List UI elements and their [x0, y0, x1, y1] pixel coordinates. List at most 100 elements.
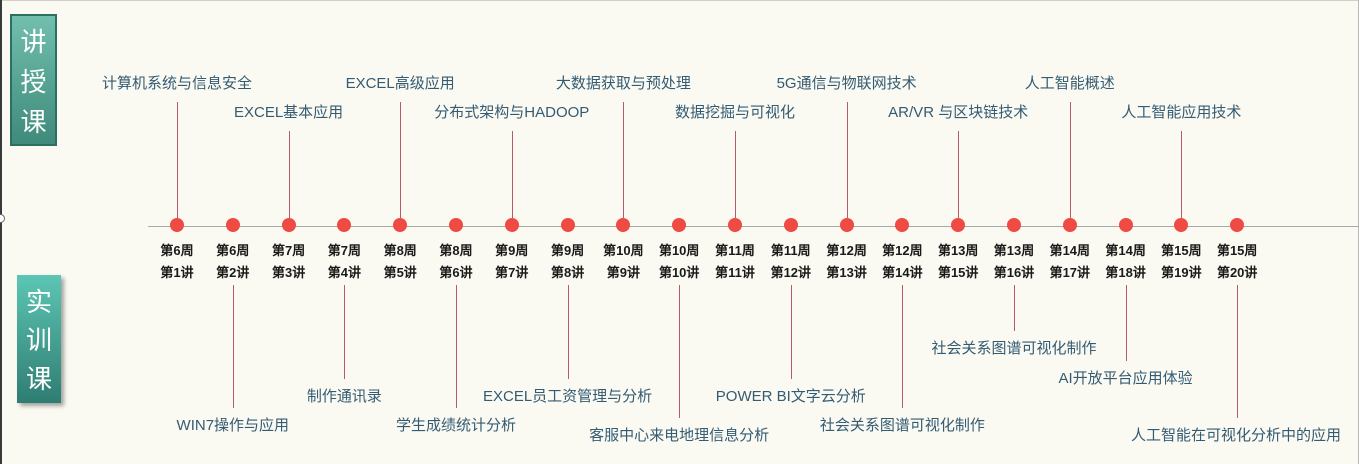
week-label: 第7周 — [271, 243, 306, 258]
timeline-node[interactable] — [170, 218, 184, 232]
lecture-connector — [400, 102, 401, 218]
timeline-node[interactable] — [728, 218, 742, 232]
practice-connector — [1237, 285, 1238, 418]
week-label: 第15周 — [1216, 243, 1258, 258]
lecture-connector — [1181, 131, 1182, 218]
session-tick-label: 第7周第3讲 — [272, 240, 305, 284]
lecture-topic[interactable]: EXCEL基本应用 — [233, 104, 344, 121]
week-label: 第14周 — [1105, 243, 1146, 258]
lecture-number: 第1讲 — [160, 265, 194, 280]
timeline-node[interactable] — [225, 218, 240, 232]
timeline-node[interactable] — [560, 218, 575, 232]
lecture-number: 第12讲 — [770, 265, 812, 280]
lecture-topic[interactable]: 计算机系统与信息安全 — [101, 75, 253, 92]
practice-topic[interactable]: AI开放平台应用体验 — [1058, 370, 1193, 387]
practice-connector — [1126, 285, 1127, 361]
week-label: 第15周 — [1161, 243, 1202, 258]
lecture-topic[interactable]: 分布式架构与HADOOP — [434, 104, 590, 121]
session-tick-label: 第15周第20讲 — [1217, 240, 1257, 284]
practice-topic[interactable]: 社会关系图谱可视化制作 — [931, 340, 1097, 357]
week-label: 第10周 — [603, 243, 644, 258]
session-tick-label: 第7周第4讲 — [328, 240, 361, 284]
practice-label-char: 课 — [25, 365, 52, 396]
timeline-node[interactable] — [616, 218, 631, 232]
lecture-connector — [177, 102, 178, 218]
practice-connector — [456, 285, 457, 408]
practice-connector — [1014, 285, 1015, 331]
timeline-axis — [148, 226, 1359, 227]
week-label: 第7周 — [327, 243, 362, 258]
timeline-node[interactable] — [895, 218, 910, 232]
week-label: 第12周 — [882, 243, 923, 258]
practice-topic[interactable]: POWER BI文字云分析 — [715, 388, 866, 405]
timeline-node[interactable] — [504, 218, 519, 232]
lecture-number: 第13讲 — [826, 265, 867, 280]
practice-topic[interactable]: 社会关系图谱可视化制作 — [819, 417, 985, 434]
lecture-label-char: 讲 — [20, 27, 47, 58]
session-tick-label: 第11周第11讲 — [715, 240, 755, 284]
week-label: 第6周 — [216, 243, 250, 258]
week-label: 第10周 — [658, 243, 700, 258]
practice-label-char: 训 — [25, 326, 52, 357]
timeline-node[interactable] — [281, 218, 296, 232]
timeline-node[interactable] — [1174, 218, 1189, 232]
lecture-connector — [847, 102, 848, 218]
session-tick-label: 第9周第7讲 — [495, 240, 528, 284]
session-tick-label: 第8周第6讲 — [439, 240, 472, 284]
lecture-number: 第2讲 — [216, 265, 250, 280]
lecture-number: 第9讲 — [606, 265, 640, 280]
timeline-node[interactable] — [449, 218, 463, 232]
lecture-number: 第11讲 — [715, 265, 755, 280]
lecture-connector — [289, 131, 290, 218]
lecture-topic[interactable]: 人工智能应用技术 — [1121, 104, 1242, 121]
practice-topic[interactable]: 客服中心来电地理信息分析 — [589, 427, 770, 444]
lecture-number: 第20讲 — [1216, 265, 1258, 280]
lecture-topic[interactable]: EXCEL高级应用 — [345, 75, 455, 92]
lecture-topic[interactable]: 5G通信与物联网技术 — [776, 75, 917, 92]
practice-topic[interactable]: EXCEL员工资管理与分析 — [482, 388, 653, 405]
timeline-node[interactable] — [393, 218, 408, 232]
practice-connector — [233, 285, 234, 408]
practice-topic[interactable]: 制作通讯录 — [306, 388, 382, 405]
lecture-number: 第19讲 — [1161, 265, 1202, 280]
lecture-topic[interactable]: 人工智能概述 — [1024, 75, 1115, 92]
session-tick-label: 第6周第1讲 — [160, 240, 193, 284]
timeline-node[interactable] — [1230, 218, 1245, 232]
timeline-node[interactable] — [951, 218, 966, 232]
practice-connector — [679, 285, 680, 418]
session-tick-label: 第15周第19讲 — [1161, 240, 1201, 284]
lecture-connector — [735, 131, 736, 218]
week-label: 第14周 — [1049, 243, 1091, 258]
week-label: 第9周 — [495, 243, 529, 258]
timeline-node[interactable] — [783, 218, 798, 232]
lecture-topic[interactable]: 大数据获取与预处理 — [555, 75, 691, 92]
practice-topic[interactable]: 学生成绩统计分析 — [395, 417, 517, 434]
lecture-number: 第3讲 — [271, 265, 306, 280]
lecture-connector — [1070, 102, 1071, 218]
timeline-node[interactable] — [672, 218, 687, 232]
timeline-node[interactable] — [1118, 218, 1133, 232]
timeline-node[interactable] — [1062, 218, 1077, 232]
session-tick-label: 第6周第2讲 — [216, 240, 249, 284]
session-tick-label: 第10周第9讲 — [603, 240, 643, 284]
resize-handle[interactable] — [0, 214, 5, 223]
session-tick-label: 第10周第10讲 — [659, 240, 699, 284]
timeline-node[interactable] — [337, 218, 352, 232]
top-border — [0, 0, 1359, 1]
lecture-topic[interactable]: 数据挖掘与可视化 — [674, 104, 796, 121]
week-label: 第8周 — [439, 243, 473, 258]
timeline-node[interactable] — [1007, 218, 1021, 232]
timeline-node[interactable] — [839, 218, 854, 232]
lecture-topic[interactable]: AR/VR 与区块链技术 — [888, 104, 1029, 121]
lecture-connector — [958, 131, 959, 218]
practice-connector — [568, 285, 569, 379]
practice-topic[interactable]: WIN7操作与应用 — [176, 417, 290, 434]
lecture-label-char: 课 — [20, 107, 47, 138]
lecture-number: 第15讲 — [937, 265, 979, 280]
lecture-connector — [512, 131, 513, 218]
lecture-number: 第16讲 — [993, 265, 1035, 280]
left-border — [0, 0, 2, 464]
lecture-number: 第14讲 — [882, 265, 923, 280]
week-label: 第13周 — [937, 243, 979, 258]
practice-topic[interactable]: 人工智能在可视化分析中的应用 — [1130, 427, 1342, 444]
